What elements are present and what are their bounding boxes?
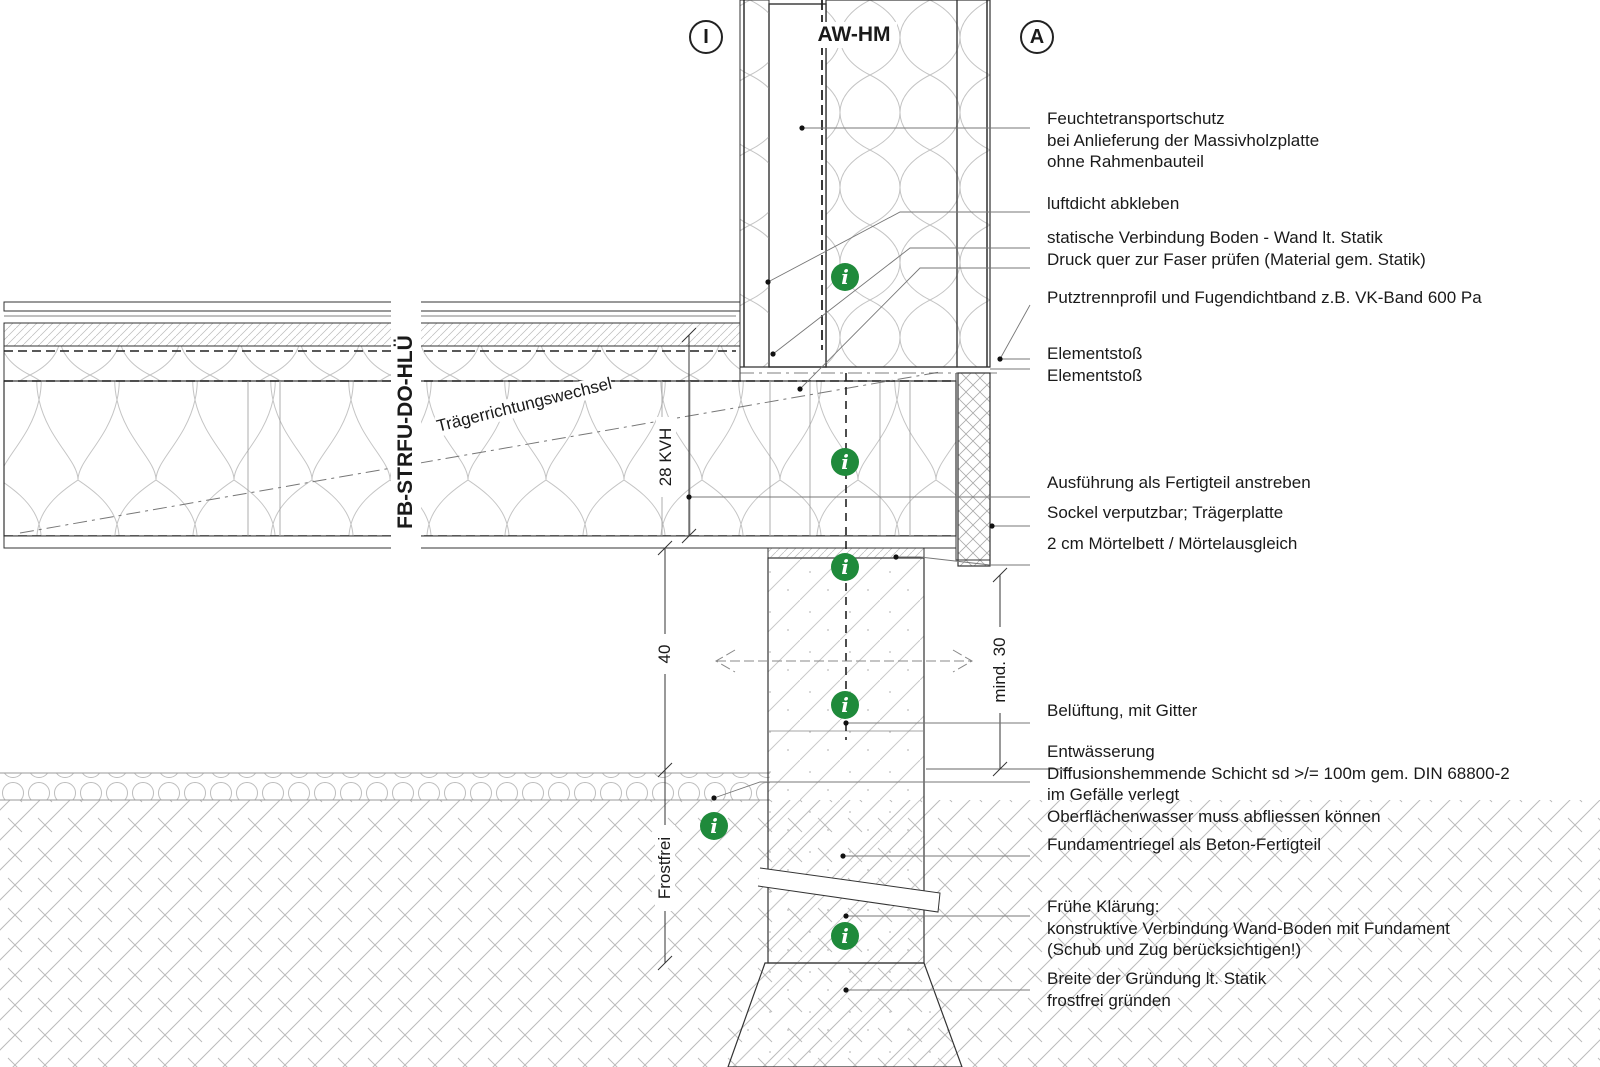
dimension-frost-depth: Frostfrei xyxy=(655,825,675,911)
info-icon[interactable]: i xyxy=(831,922,859,950)
leader-dots xyxy=(686,125,1003,993)
dimension-min-height: mind. 30 xyxy=(990,627,1010,713)
info-icon[interactable]: i xyxy=(831,263,859,291)
info-icon[interactable]: i xyxy=(831,553,859,581)
annotation-airtight-tape: luftdicht abkleben xyxy=(1047,194,1180,213)
info-icon[interactable]: i xyxy=(700,812,728,840)
wall-outer-insulation xyxy=(825,0,958,368)
annotation-ventilation: Belüftung, mit Gitter xyxy=(1047,701,1198,720)
gravel-layer xyxy=(0,773,770,800)
foundation-footing xyxy=(727,962,963,1067)
plinth-board xyxy=(957,372,991,567)
dimension-floor-depth: 28 KVH xyxy=(656,417,676,497)
annotation-early-clarification: Frühe Klärung:konstruktive Verbindung Wa… xyxy=(1047,897,1450,959)
axis-marker-outside: A xyxy=(1020,20,1054,54)
annotation-mortar-bed: 2 cm Mörtelbett / Mörtelausgleich xyxy=(1047,534,1298,553)
info-icon[interactable]: i xyxy=(831,691,859,719)
annotation-foundation-beam: Fundamentriegel als Beton-Fertigteil xyxy=(1047,835,1322,854)
annotation-structural-connection: statische Verbindung Boden - Wand lt. St… xyxy=(1047,228,1426,269)
wall-element-code: AW-HM xyxy=(811,22,897,48)
annotation-plinth: Sockel verputzbar; Trägerplatte xyxy=(1047,503,1284,522)
wall-solid-timber xyxy=(768,3,827,368)
floor-insulation xyxy=(3,380,957,537)
dimension-clearance: 40 xyxy=(655,634,675,674)
floor-element-code: FB-STRFU-DO-HLÜ xyxy=(391,292,421,572)
info-icon[interactable]: i xyxy=(831,448,859,476)
ventilation-arrow xyxy=(715,649,973,673)
annotation-prefab-part: Ausführung als Fertigteil anstreben xyxy=(1047,473,1311,492)
axis-marker-inside: I xyxy=(689,20,723,54)
annotation-plaster-profile: Putztrennprofil und Fugendichtband z.B. … xyxy=(1047,288,1482,307)
leader-lines xyxy=(689,127,1031,991)
